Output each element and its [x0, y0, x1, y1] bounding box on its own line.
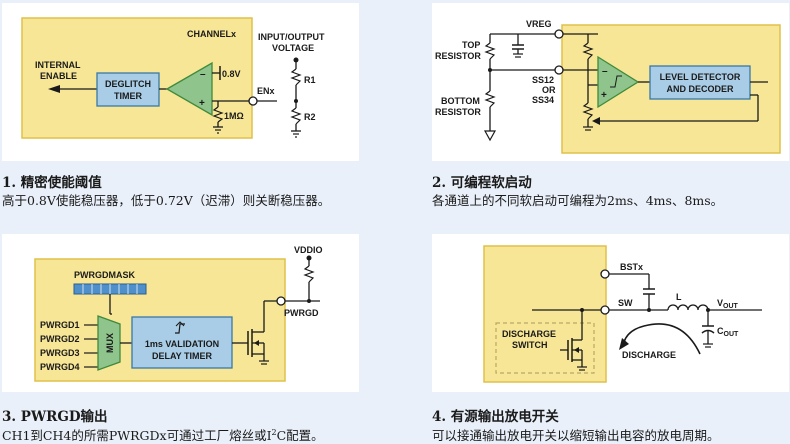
bottom-label-1: BOTTOM — [441, 96, 480, 106]
vout-label: VOUT — [717, 298, 739, 310]
caption-3-title: 3. PWRGD输出 — [2, 409, 108, 425]
ss-label-1: SS12 — [532, 75, 554, 85]
vddio-label: VDDIO — [294, 245, 323, 255]
bst-pin-icon — [600, 269, 610, 279]
discharge-path-arrow — [623, 323, 701, 355]
vreg-pin-icon — [554, 29, 564, 39]
bottom-label-2: RESISTOR — [435, 107, 481, 117]
caption-2-title: 2. 可编程软启动 — [432, 175, 532, 191]
channel-block — [483, 245, 607, 383]
comparator-plus: + — [199, 98, 205, 109]
io-label-1: INPUT/OUTPUT — [258, 32, 325, 42]
caption-3-superscript: 2 — [271, 427, 277, 437]
discharge-arrow-icon — [619, 338, 629, 350]
mux-icon — [97, 315, 121, 371]
resistor-1m-label: 1MΩ — [224, 111, 244, 121]
caption-1-title: 1. 精密使能阈值 — [2, 175, 102, 191]
top-label-2: RESISTOR — [435, 51, 481, 61]
inductor-label: L — [676, 292, 682, 302]
cout-label: COUT — [717, 326, 739, 338]
caption-3-text-a: CH1到CH4的所需PWRGDx可通过工厂熔丝或I — [2, 428, 272, 443]
delay-label-2: DELAY TIMER — [152, 351, 213, 361]
sw-label: SW — [618, 298, 633, 308]
panel-active-discharge: BSTx SW L VOUT COUT DISCHARGE SWITCH — [432, 234, 789, 392]
soft-start-diagram: VREG TOP RESISTOR BOTTOM RESISTOR SS12 O… — [435, 19, 781, 154]
discharge-switch-label-1: DISCHARGE — [502, 329, 556, 339]
r2-resistor-icon — [290, 107, 302, 125]
bottom-resistor-icon — [484, 90, 496, 108]
ground-icon — [483, 130, 497, 142]
nmos-transistor-icon — [247, 329, 265, 357]
comparator-icon — [597, 55, 640, 109]
inductor-icon — [667, 304, 709, 311]
enable-label: ENABLE — [40, 71, 77, 81]
r1-resistor-icon — [290, 68, 302, 86]
caption-1-text: 高于0.8V使能稳压器，低于0.72V（迟滞）则关断稳压器。 — [2, 193, 331, 208]
caption-4-title: 4. 有源输出放电开关 — [432, 409, 559, 425]
comparator-plus: + — [601, 90, 607, 101]
r1-label: R1 — [304, 75, 316, 85]
pwrgd-output-diagram: PWRGDMASK PWRGD1 PWRGD2 PWRGD3 PWRGD4 MU… — [34, 245, 323, 382]
enx-label: ENx — [257, 86, 275, 96]
pwrgd3-label: PWRGD3 — [40, 348, 80, 358]
deglitch-label: DEGLITCH — [105, 79, 151, 89]
timer-label: TIMER — [114, 91, 142, 101]
active-discharge-diagram: BSTx SW L VOUT COUT DISCHARGE SWITCH — [483, 245, 762, 383]
internal-resistor-icon — [582, 42, 594, 60]
pwrgd-pin-icon — [276, 296, 286, 306]
top-resistor-icon — [484, 42, 496, 60]
level-label-2: AND DECODER — [666, 84, 734, 94]
delay-label-1: 1ms VALIDATION — [145, 339, 219, 349]
discharge-nmos-icon — [567, 338, 583, 362]
pwrgd1-label: PWRGD1 — [40, 320, 80, 330]
feedback-arrow-icon — [592, 117, 600, 125]
deglitch-timer-box — [96, 72, 160, 107]
panel-soft-start: VREG TOP RESISTOR BOTTOM RESISTOR SS12 O… — [432, 3, 789, 161]
pwrgd2-label: PWRGD2 — [40, 334, 80, 344]
internal-resistor-icon — [582, 102, 594, 120]
ss-pin-icon — [554, 65, 564, 75]
top-label-1: TOP — [462, 40, 480, 50]
internal-label: INTERNAL — [35, 60, 81, 70]
pwrgd4-label: PWRGD4 — [40, 362, 80, 372]
comparator-minus: – — [602, 66, 608, 77]
enx-pin-icon — [248, 96, 258, 106]
precision-enable-diagram: CHANNELx INTERNAL ENABLE DEGLITCH TIMER … — [21, 17, 325, 139]
io-label-2: VOLTAGE — [272, 43, 314, 53]
resistor-1m-icon — [212, 106, 224, 123]
ref-voltage-label: 0.8V — [222, 69, 241, 79]
discharge-switch-label-2: SWITCH — [512, 340, 548, 350]
pwrgdmask-label: PWRGDMASK — [74, 270, 135, 280]
caption-3-text-b: C配置。 — [276, 428, 324, 443]
discharge-switch-box — [495, 322, 595, 374]
mux-label: MUX — [105, 333, 115, 353]
pullup-resistor-icon — [303, 265, 315, 283]
caption-3-text: CH1到CH4的所需PWRGDx可通过工厂熔丝或I2C配置。 — [2, 425, 324, 444]
comparator-icon — [165, 61, 213, 117]
r2-label: R2 — [304, 112, 316, 122]
channelx-label: CHANNELx — [187, 29, 236, 39]
pwrgd-pin-label: PWRGD — [284, 308, 319, 318]
panel-pwrgd-output: PWRGDMASK PWRGD1 PWRGD2 PWRGD3 PWRGD4 MU… — [2, 234, 359, 392]
panel-precision-enable: CHANNELx INTERNAL ENABLE DEGLITCH TIMER … — [2, 3, 359, 161]
delay-timer-box — [131, 316, 233, 369]
vreg-label: VREG — [526, 19, 552, 29]
pwrgdmask-register — [73, 283, 147, 295]
enable-arrow-icon — [48, 85, 60, 93]
caption-4-text: 可以接通输出放电开关以缩短输出电容的放电周期。 — [432, 428, 720, 443]
bstx-label: BSTx — [620, 262, 643, 272]
caption-2-text: 各通道上的不同软启动可编程为2ms、4ms、8ms。 — [432, 193, 724, 208]
hysteresis-icon — [610, 75, 622, 88]
comparator-minus: – — [200, 69, 206, 80]
ss-label-2: OR — [542, 85, 556, 95]
level-label-1: LEVEL DETECTOR — [660, 72, 741, 82]
level-detector-box — [649, 65, 751, 100]
ss-label-3: SS34 — [532, 95, 554, 105]
sw-pin-icon — [600, 305, 610, 315]
discharge-label: DISCHARGE — [622, 350, 676, 360]
